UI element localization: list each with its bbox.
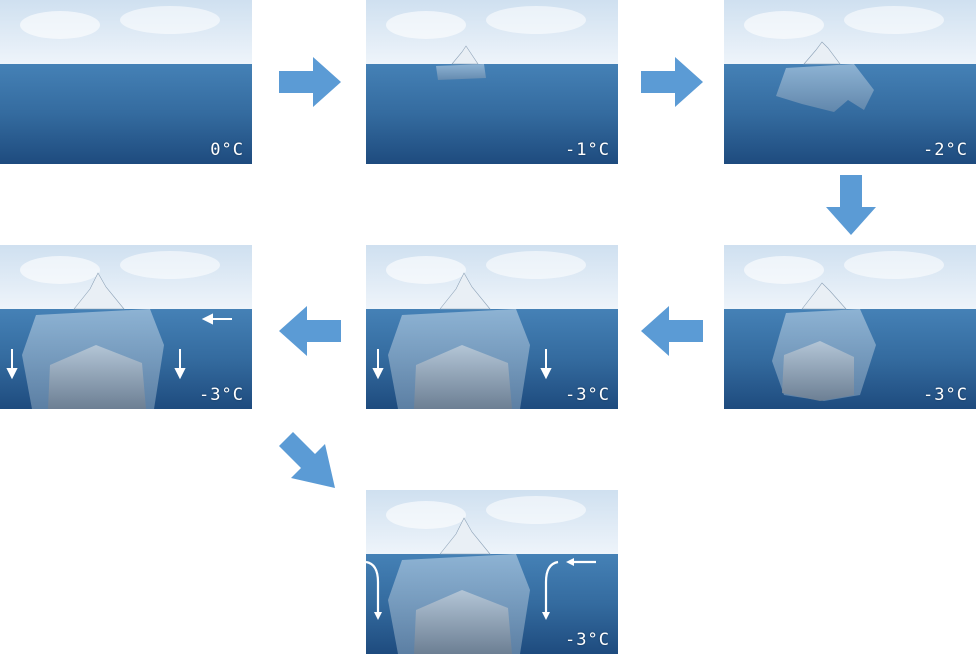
temperature-label: -3°C [199, 385, 244, 405]
flow-arrow-icon [366, 560, 596, 614]
panel-minus3c-inflow: -3°C [0, 245, 252, 409]
block-arrow-icon [279, 57, 341, 107]
temperature-label: 0°C [210, 140, 244, 160]
panel-minus2c: -2°C [724, 0, 976, 164]
panel-minus3c-sinking: -3°C [366, 245, 618, 409]
panel-minus3c-large: -3°C [724, 245, 976, 409]
temperature-label: -1°C [565, 140, 610, 160]
block-arrow-icon [826, 175, 876, 235]
temperature-label: -3°C [923, 385, 968, 405]
scene-iceberg-with-sinking-flow [366, 245, 618, 409]
scene-growing-iceberg [724, 0, 976, 164]
temperature-label: -3°C [565, 630, 610, 650]
scene-small-iceberg [366, 0, 618, 164]
panel-minus1c: -1°C [366, 0, 618, 164]
block-arrow-icon [279, 306, 341, 356]
block-arrow-icon [641, 57, 703, 107]
scene-open-water [0, 0, 252, 164]
block-arrow-icon [641, 306, 703, 356]
panel-minus3c-circulation: -3°C [366, 490, 618, 654]
panel-0c: 0°C [0, 0, 252, 164]
block-arrow-icon [279, 432, 335, 488]
scene-iceberg-with-inflow [0, 245, 252, 409]
temperature-label: -3°C [565, 385, 610, 405]
flow-arrow-icon [372, 349, 552, 380]
flow-arrow-icon [6, 313, 232, 380]
scene-iceberg-with-circulation [366, 490, 618, 654]
temperature-label: -2°C [923, 140, 968, 160]
scene-large-iceberg [724, 245, 976, 409]
